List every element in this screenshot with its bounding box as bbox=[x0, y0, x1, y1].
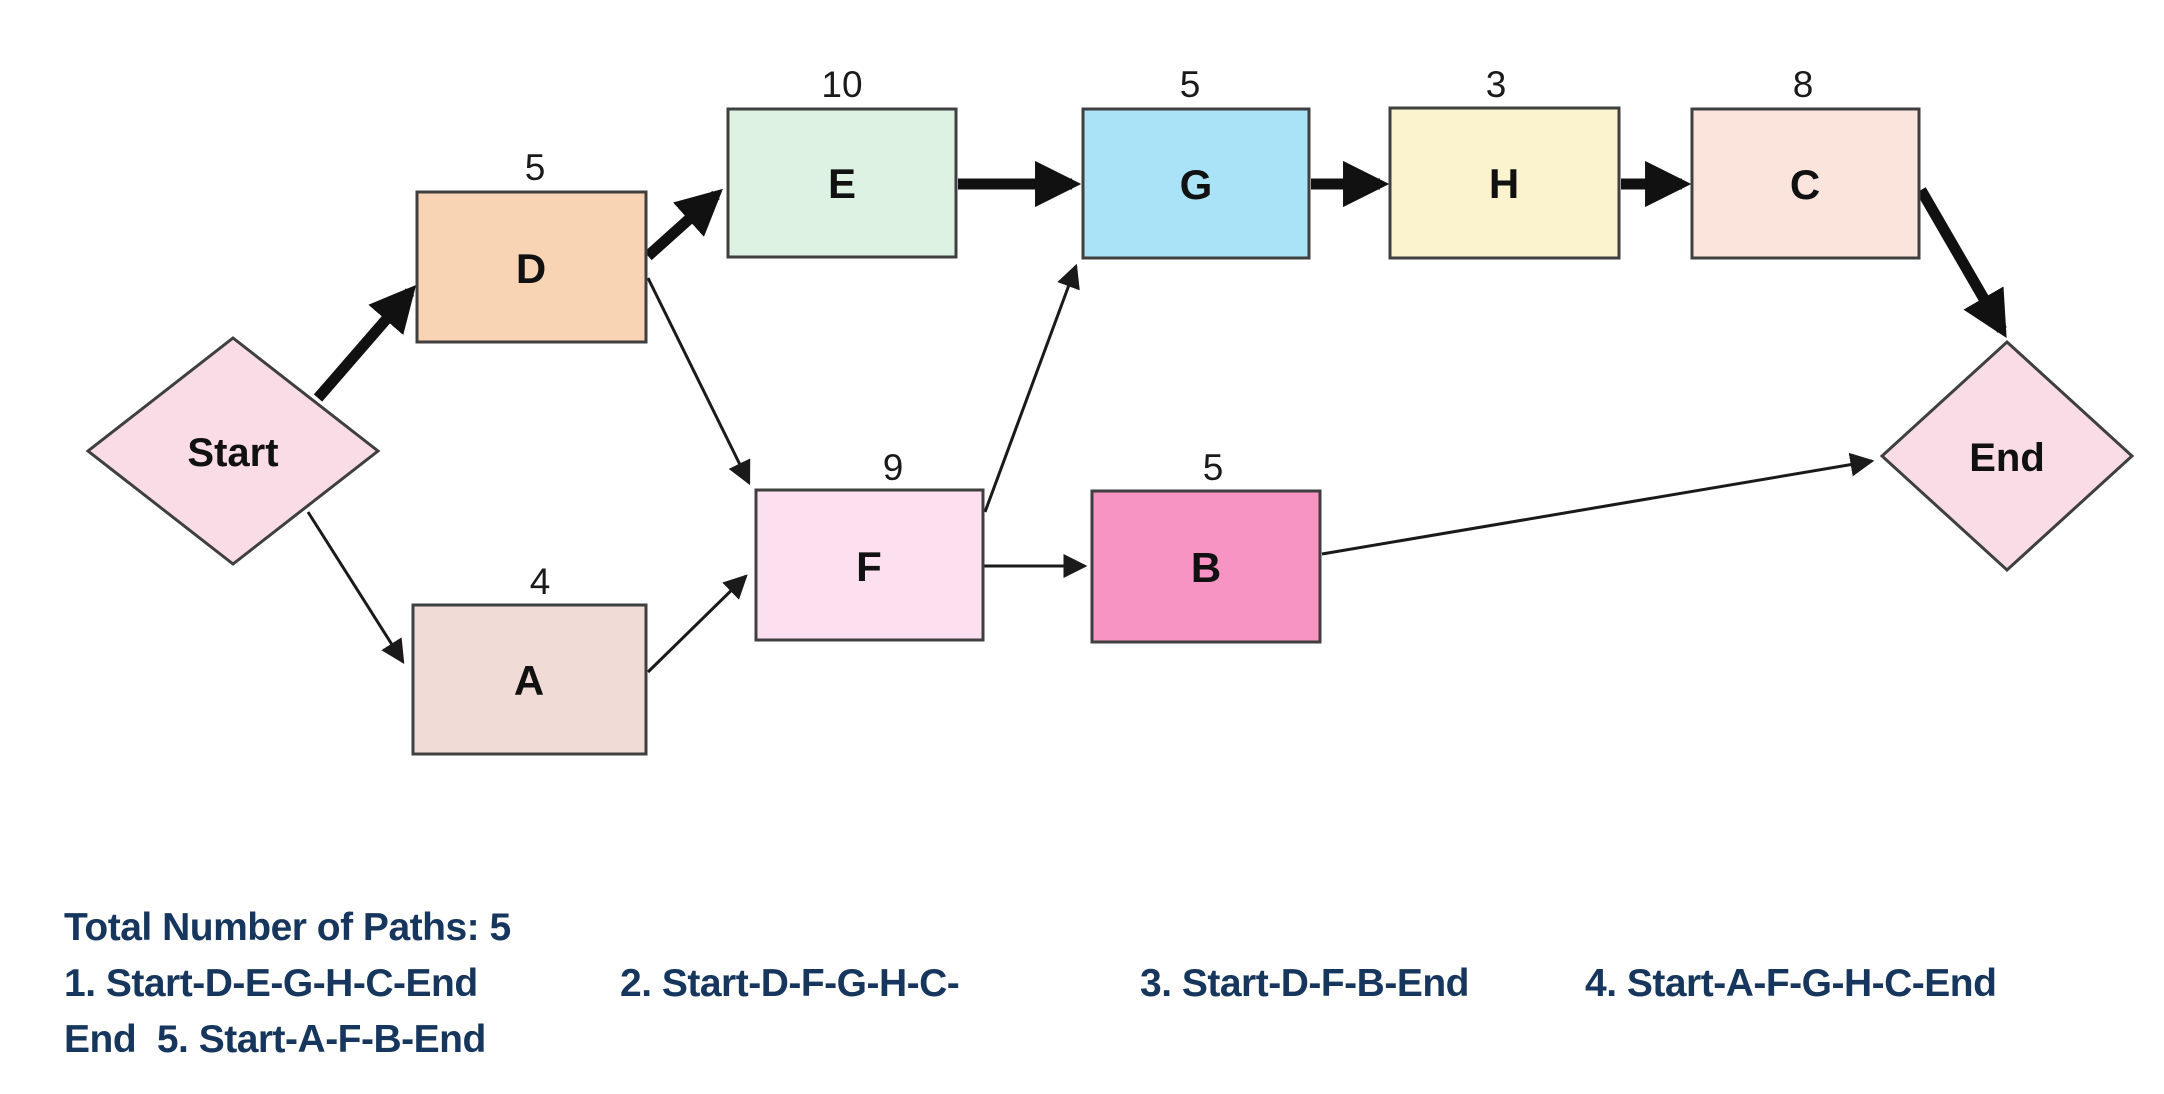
footer-path-3: 3. Start-D-F-B-End bbox=[1140, 962, 1469, 1005]
node-c-label: C bbox=[1790, 161, 1820, 208]
edge-start-to-a bbox=[306, 511, 405, 665]
edge-a-to-f bbox=[646, 574, 748, 674]
footer-total-paths: Total Number of Paths: 5 bbox=[64, 906, 511, 949]
footer-path-4: 4. Start-A-F-G-H-C-End bbox=[1585, 962, 1997, 1005]
edge-b-to-end bbox=[1321, 452, 1875, 556]
node-end-label: End bbox=[1969, 436, 2045, 480]
node-g-label: G bbox=[1180, 161, 1213, 208]
node-a-box bbox=[411, 603, 648, 756]
footer-path-1: 1. Start-D-E-G-H-C-End bbox=[64, 962, 478, 1005]
node-h-box bbox=[1388, 106, 1621, 260]
weight-a: 4 bbox=[530, 561, 551, 602]
node-start-diamond bbox=[85, 336, 381, 566]
weight-d: 5 bbox=[525, 147, 546, 188]
weight-e: 10 bbox=[821, 64, 862, 105]
edge-d-to-f bbox=[646, 277, 751, 486]
weight-h: 3 bbox=[1486, 64, 1507, 105]
node-a-label: A bbox=[514, 657, 544, 704]
node-g-box bbox=[1081, 107, 1311, 260]
footer-path-5-wrap: End 5. Start-A-F-B-End bbox=[64, 1018, 486, 1061]
node-h-label: H bbox=[1489, 160, 1519, 207]
node-d-label: D bbox=[516, 245, 546, 292]
node-b-box bbox=[1090, 489, 1322, 644]
weight-b: 5 bbox=[1203, 447, 1224, 488]
edge-d-to-e bbox=[644, 188, 723, 261]
node-c-box bbox=[1690, 107, 1921, 260]
node-start-label: Start bbox=[187, 431, 278, 475]
weight-f: 9 bbox=[883, 447, 904, 488]
node-e-label: E bbox=[828, 160, 856, 207]
weight-c: 8 bbox=[1793, 64, 1814, 105]
node-f-box bbox=[754, 488, 985, 642]
node-b-label: B bbox=[1191, 544, 1221, 591]
node-f-label: F bbox=[856, 543, 882, 590]
edge-c-to-end bbox=[1916, 187, 2007, 338]
edge-start-to-d bbox=[313, 285, 417, 402]
footer-path-2: 2. Start-D-F-G-H-C- bbox=[620, 962, 960, 1005]
node-e-box bbox=[726, 107, 958, 259]
node-d-box bbox=[415, 190, 648, 344]
weight-g: 5 bbox=[1180, 64, 1201, 105]
edge-f-to-g bbox=[983, 263, 1080, 513]
node-end-diamond bbox=[1879, 339, 2135, 573]
